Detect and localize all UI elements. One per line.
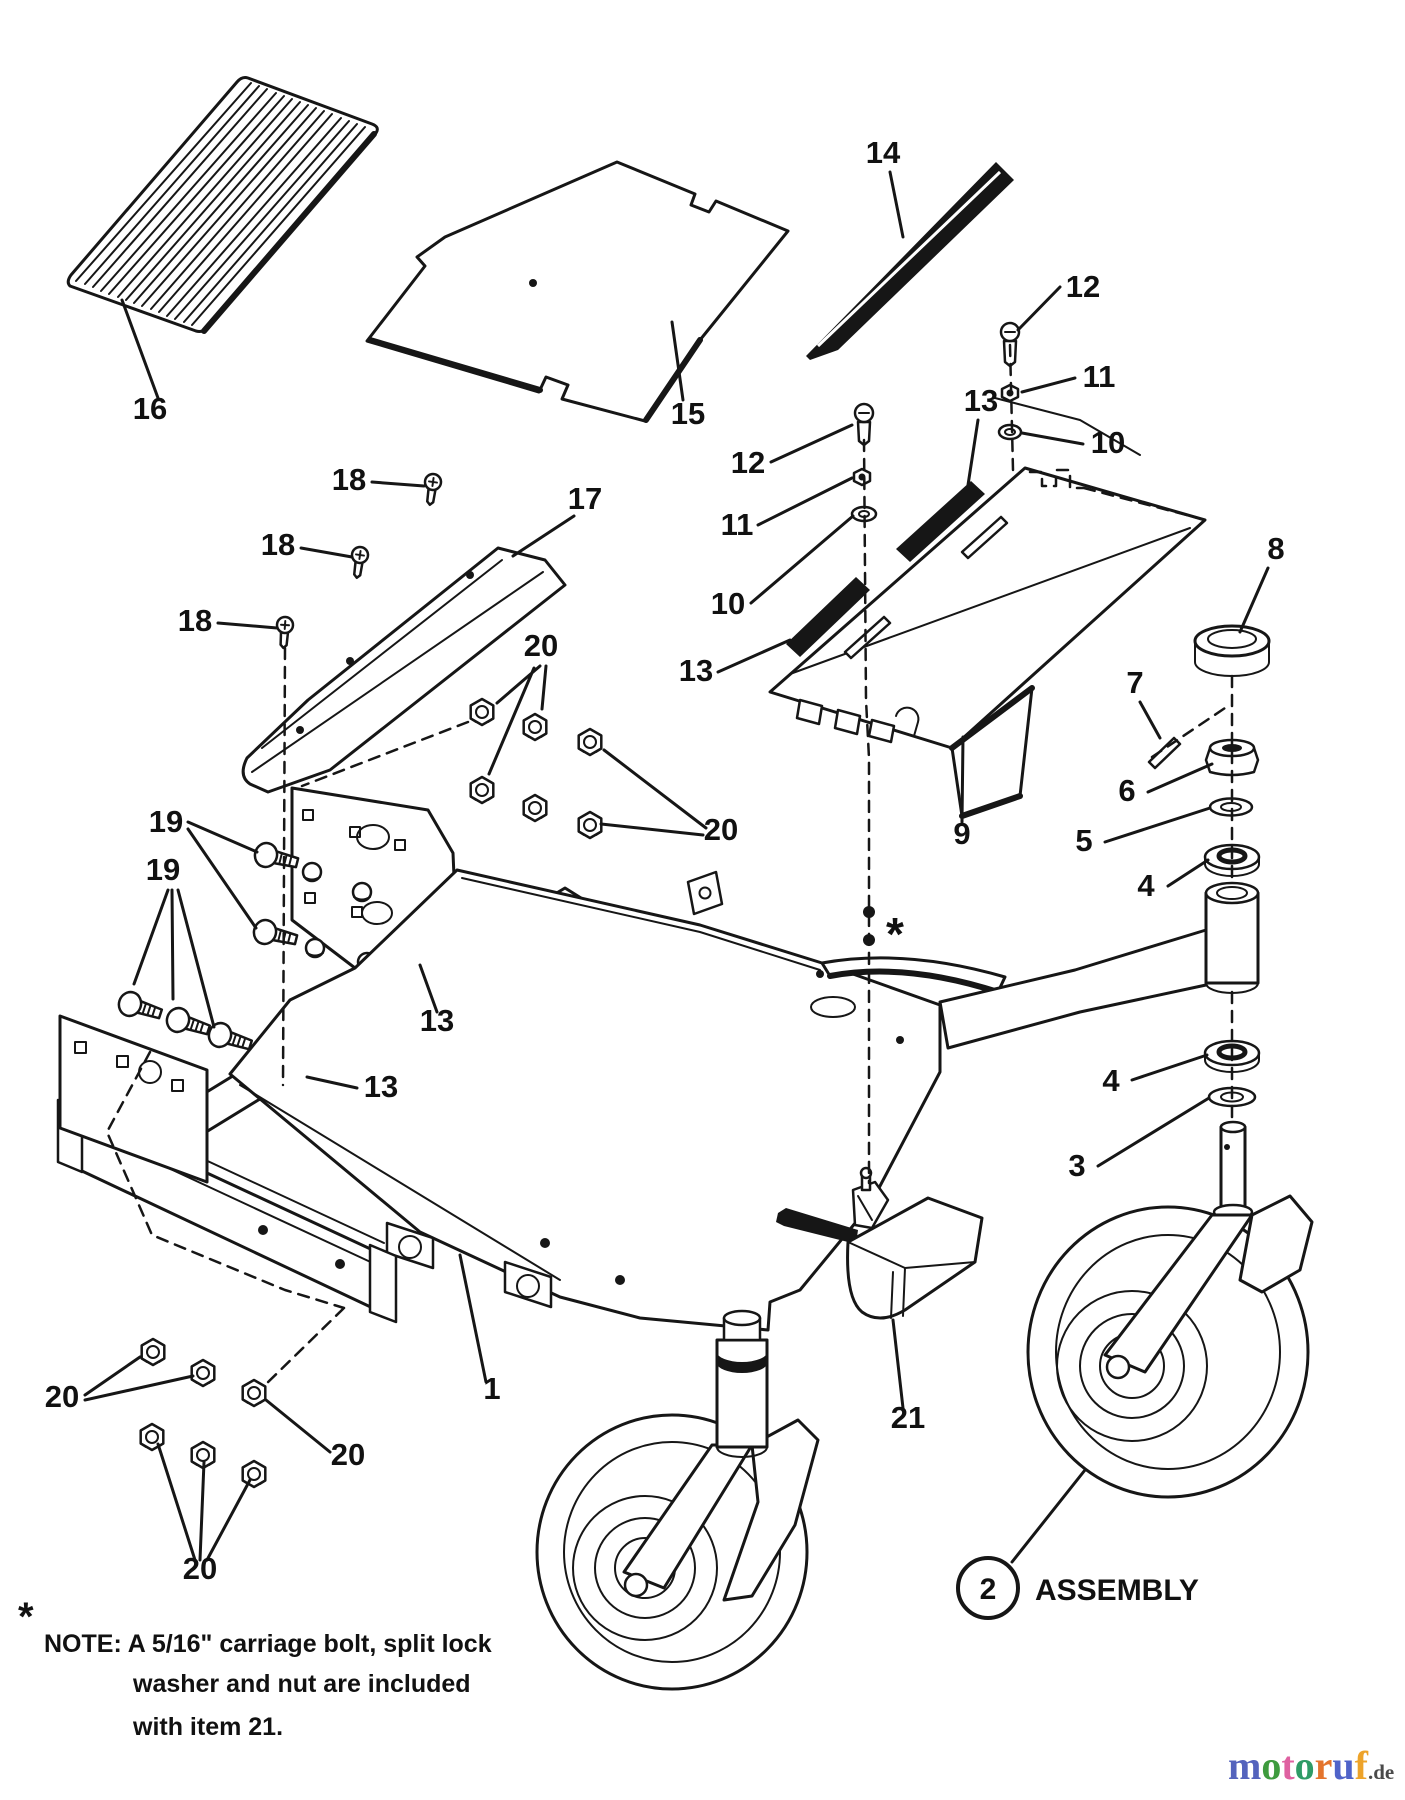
footnote-line3: with item 21.: [132, 1713, 283, 1741]
logo-letter: m: [1228, 1743, 1262, 1788]
part-label-20: 20: [331, 1437, 365, 1472]
part-label-18: 18: [332, 462, 366, 497]
part-16-floor-mat: [66, 76, 379, 334]
part-label-14: 14: [866, 135, 901, 170]
part-9-belt-cover: [768, 397, 1207, 819]
part-label-10: 10: [1091, 425, 1125, 460]
part-7-pin: [1147, 736, 1182, 770]
assembly-number: 2: [980, 1573, 997, 1606]
part-label-15: 15: [671, 396, 705, 431]
part-label-16: 16: [133, 391, 167, 426]
part-2-caster-right: [1026, 1120, 1314, 1499]
footnote: * NOTE: A 5/16" carriage bolt, split loc…: [18, 1595, 492, 1741]
part-label-17: 17: [568, 481, 602, 516]
part-label-10: 10: [711, 586, 745, 621]
part-label-11: 11: [1083, 359, 1116, 394]
part-label-20: 20: [183, 1551, 217, 1586]
part-21-assembly: [776, 1166, 984, 1320]
part-label-6: 6: [1118, 773, 1135, 808]
part-caster-left: [535, 1309, 820, 1691]
part-11-nut-left: [852, 467, 872, 487]
part-label-20: 20: [524, 628, 558, 663]
part-17-channel-bracket: [241, 546, 567, 794]
part-label-13: 13: [679, 653, 713, 688]
part-label-4: 4: [1102, 1063, 1120, 1098]
part-label-20: 20: [45, 1379, 79, 1414]
footnote-line2: washer and nut are included: [132, 1670, 471, 1698]
part-label-18: 18: [178, 603, 212, 638]
part-1-caster-arm: [938, 881, 1260, 1050]
asterisk-marker: *: [886, 908, 904, 960]
part-label-13: 13: [964, 383, 998, 418]
footnote-line1: NOTE: A 5/16" carriage bolt, split lock: [44, 1630, 492, 1658]
part-14-foam-strip: [806, 162, 1014, 360]
part-label-5: 5: [1075, 823, 1092, 858]
logo-letter: t: [1281, 1743, 1295, 1788]
part-label-9: 9: [953, 816, 970, 851]
footnote-asterisk: *: [18, 1595, 34, 1639]
logo-letter: r: [1314, 1743, 1333, 1788]
part-label-12: 12: [731, 445, 765, 480]
part-label-11: 11: [721, 507, 754, 542]
part-12-screw-left: [853, 402, 875, 447]
assembly-label: ASSEMBLY: [1035, 1574, 1199, 1607]
part-1-main-frame: [56, 868, 1007, 1332]
part-label-18: 18: [261, 527, 295, 562]
logo-suffix: .de: [1368, 1760, 1395, 1784]
leader-lines: [83, 170, 1270, 1564]
part-10-washer-right: [997, 423, 1023, 441]
part-label-19: 19: [149, 804, 183, 839]
part-label-13: 13: [420, 1003, 454, 1038]
part-label-8: 8: [1267, 531, 1284, 566]
part-label-4: 4: [1137, 868, 1155, 903]
part-label-21: 21: [891, 1400, 925, 1435]
part-label-19: 19: [146, 852, 180, 887]
part-label-3: 3: [1068, 1148, 1085, 1183]
part-label-7: 7: [1126, 665, 1143, 700]
motoruf-watermark: motoruf.de: [1228, 1744, 1400, 1794]
part-label-20: 20: [704, 812, 738, 847]
part-label-1: 1: [483, 1371, 500, 1406]
part-label-13: 13: [364, 1069, 398, 1104]
part-label-12: 12: [1066, 269, 1100, 304]
logo-letter: o: [1261, 1743, 1282, 1788]
part-8-cap: [1193, 624, 1271, 677]
logo-letter: f: [1354, 1743, 1368, 1788]
logo-letter: o: [1294, 1743, 1315, 1788]
dashed-lines: [105, 343, 1234, 1389]
part-15-floor-pan: [365, 160, 790, 423]
logo-letter: u: [1332, 1743, 1355, 1788]
assembly-callout: 2 ASSEMBLY: [956, 1556, 1199, 1620]
